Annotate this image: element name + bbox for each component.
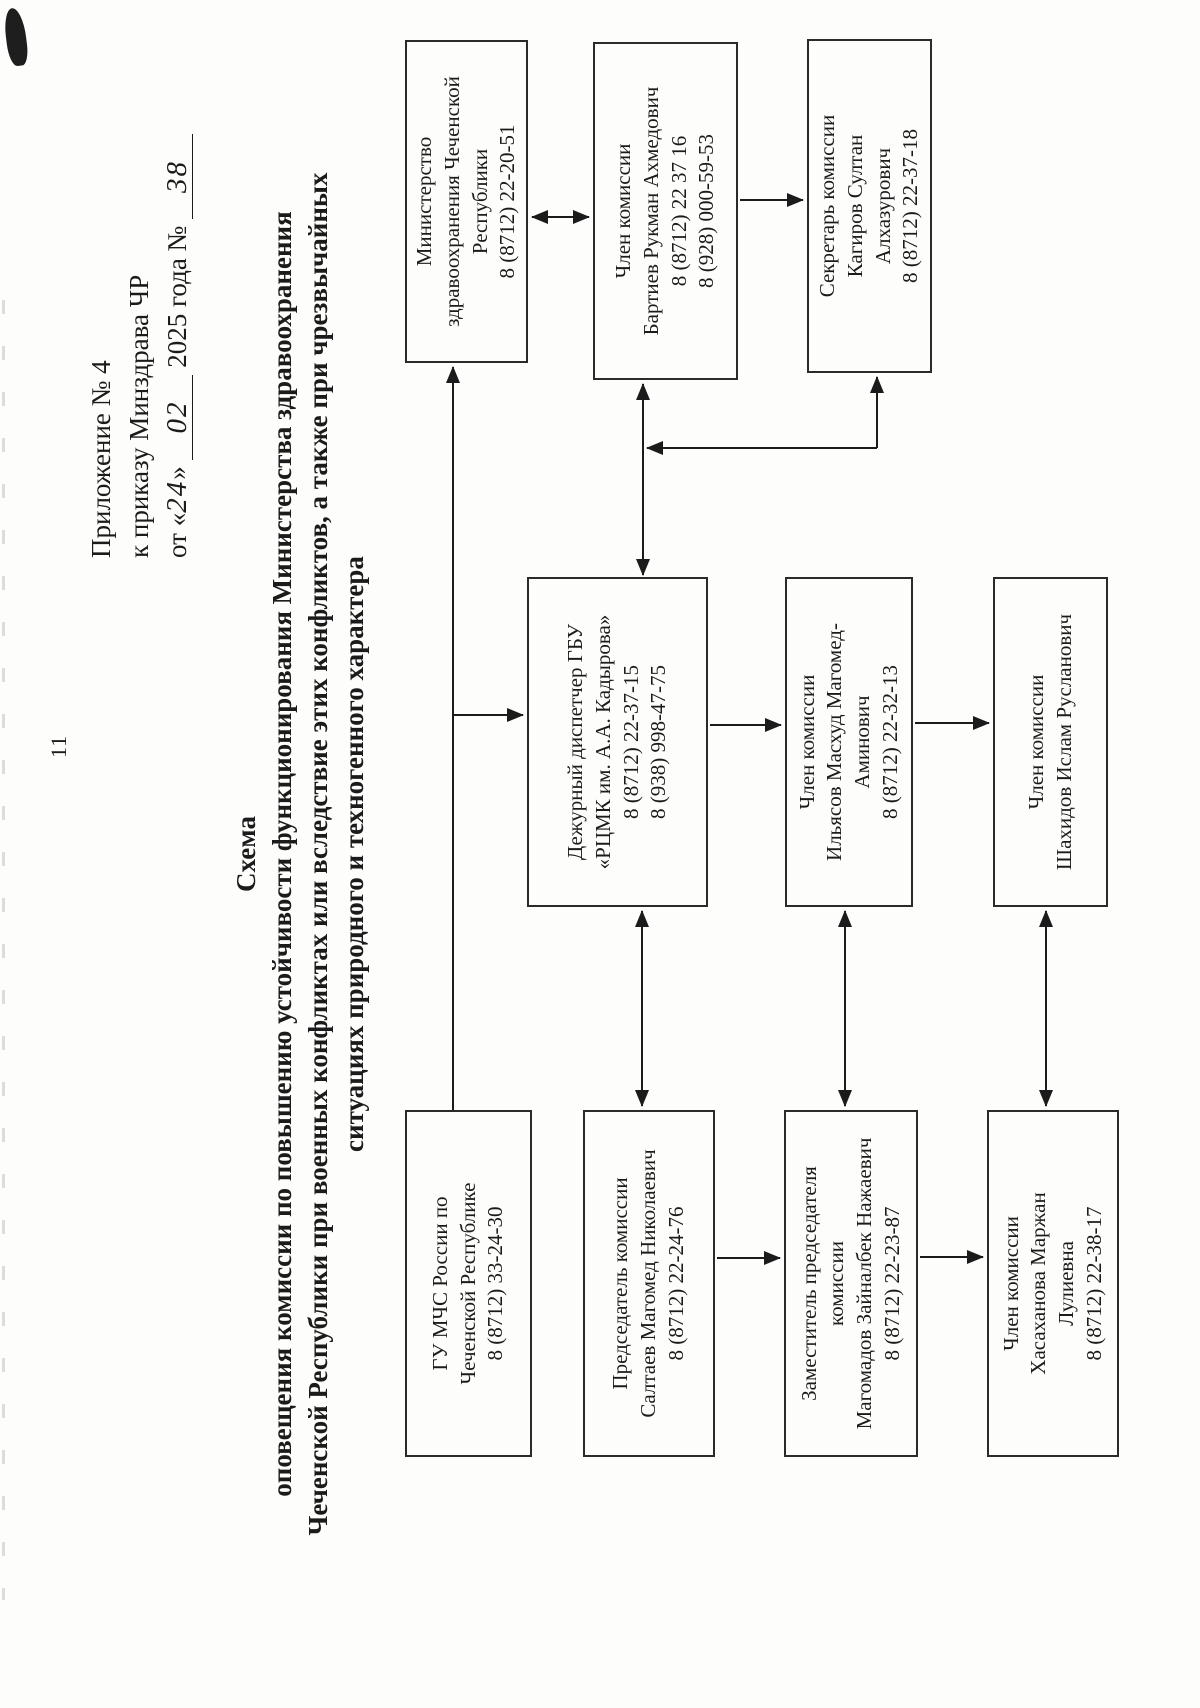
box-line: комиссии <box>824 1241 849 1326</box>
box-line: Дежурный диспетчер ГБУ <box>563 623 588 861</box>
box-line: Член комиссии <box>998 1216 1023 1351</box>
scan-edge-artifact <box>2 300 5 1600</box>
box-line: Ильясов Масхуд Магомед- <box>822 623 847 861</box>
org-box-predsedatel: Председатель комиссии Салтаев Магомед Ни… <box>583 1110 715 1457</box>
box-line: 8 (8712) 22-37-15 <box>618 665 643 819</box>
org-box-zamestitel: Заместитель председателя комиссии Магома… <box>784 1110 918 1457</box>
box-line: Республики <box>467 148 492 255</box>
org-box-kagirov: Секретарь комиссии Кагиров Султан Алхазу… <box>807 39 932 373</box>
box-line: ГУ МЧС России по <box>427 1196 452 1371</box>
box-line: Аминович <box>850 695 874 789</box>
box-line: 8 (8712) 22-23-87 <box>879 1206 904 1361</box>
box-line: 8 (8712) 22-32-13 <box>877 665 902 819</box>
box-line: 8 (8712) 22-20-51 <box>495 124 520 279</box>
org-box-gu-mchs: ГУ МЧС России по Чеченской Республике 8 … <box>405 1110 532 1457</box>
box-line: Министерство <box>412 136 437 267</box>
box-line: «РЦМК им. А.А. Кадырова» <box>590 614 615 870</box>
box-line: 8 (8712) 22-24-76 <box>663 1206 688 1361</box>
box-line: Секретарь комиссии <box>815 114 840 298</box>
org-box-minzdrav: Министерство здравоохранения Чеченской Р… <box>405 40 528 363</box>
org-box-shakhidov: Член комиссии Шахидов Ислам Русланович <box>993 577 1108 907</box>
box-line: Магомадов Зайналбек Нажаевич <box>852 1137 876 1430</box>
box-line: Член комиссии <box>611 143 636 279</box>
box-line: Шахидов Ислам Русланович <box>1051 613 1076 871</box>
box-line: Салтаев Магомед Николаевич <box>636 1149 661 1418</box>
org-box-dispatcher: Дежурный диспетчер ГБУ «РЦМК им. А.А. Ка… <box>527 577 708 907</box>
box-line: Заместитель председателя <box>796 1166 821 1401</box>
box-line: Алхазурович <box>870 147 895 265</box>
box-line: 8 (8712) 33-24-30 <box>483 1206 508 1361</box>
box-line: Хасаханова Маржан <box>1026 1192 1051 1375</box>
box-line: Председатель комиссии <box>608 1177 633 1390</box>
box-line: 8 (8712) 22-37-18 <box>898 129 923 283</box>
box-line: 8 (938) 998-47-75 <box>646 665 671 819</box>
box-line: Кагиров Султан <box>842 134 867 278</box>
box-line: Чеченской Республике <box>455 1182 480 1385</box>
box-line: Член комиссии <box>1023 674 1048 810</box>
box-line: здравоохранения Чеченской <box>439 76 464 327</box>
org-box-khasakhanova: Член комиссии Хасаханова Маржан Лулиевна… <box>987 1110 1119 1457</box>
box-line: Член комиссии <box>794 674 819 810</box>
box-line: Лулиевна <box>1054 1241 1078 1326</box>
box-line: 8 (8712) 22 37 16 <box>666 135 691 287</box>
org-box-bartiev: Член комиссии Бартиев Рукман Ахмедович 8… <box>593 42 738 380</box>
box-line: Бартиев Рукман Ахмедович <box>638 86 663 336</box>
box-line: 8 (8712) 22-38-17 <box>1081 1206 1106 1361</box>
org-box-ilyasov: Член комиссии Ильясов Масхуд Магомед- Ам… <box>785 577 913 907</box>
box-line: 8 (928) 000-59-53 <box>694 134 719 288</box>
